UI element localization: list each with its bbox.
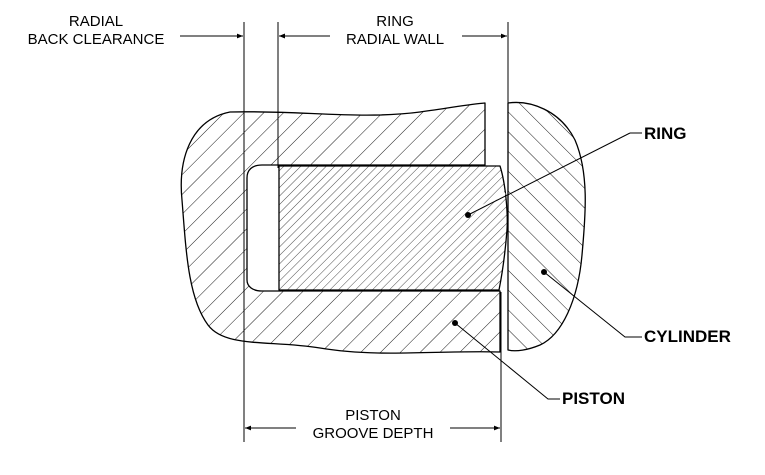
cylinder-wall xyxy=(507,101,586,352)
label-radial-back-clearance-line2: BACK CLEARANCE xyxy=(27,31,165,48)
label-piston-groove-depth-line2: GROOVE DEPTH xyxy=(312,425,434,442)
label-radial-back-clearance: RADIAL BACK CLEARANCE xyxy=(8,13,184,49)
label-piston-groove-depth: PISTON GROOVE DEPTH xyxy=(296,407,450,443)
piston-body xyxy=(180,102,501,354)
label-ring-radial-wall: RING RADIAL WALL xyxy=(328,13,462,49)
callout-ring: RING xyxy=(644,124,687,143)
label-ring-radial-wall-line1: RING xyxy=(376,13,414,30)
label-radial-back-clearance-line1: RADIAL xyxy=(68,13,124,30)
leader-cylinder-dot xyxy=(541,269,547,275)
ring-body xyxy=(278,165,508,291)
leader-ring xyxy=(467,132,631,216)
callout-cylinder: CYLINDER xyxy=(644,327,731,346)
leader-cylinder xyxy=(543,271,642,338)
leader-piston-dot xyxy=(452,320,458,326)
leader-ring-dot xyxy=(465,212,471,218)
leader-piston xyxy=(454,322,560,400)
callout-piston: PISTON xyxy=(562,389,625,408)
label-piston-groove-depth-line1: PISTON xyxy=(345,407,401,424)
label-ring-radial-wall-line2: RADIAL WALL xyxy=(345,31,445,48)
